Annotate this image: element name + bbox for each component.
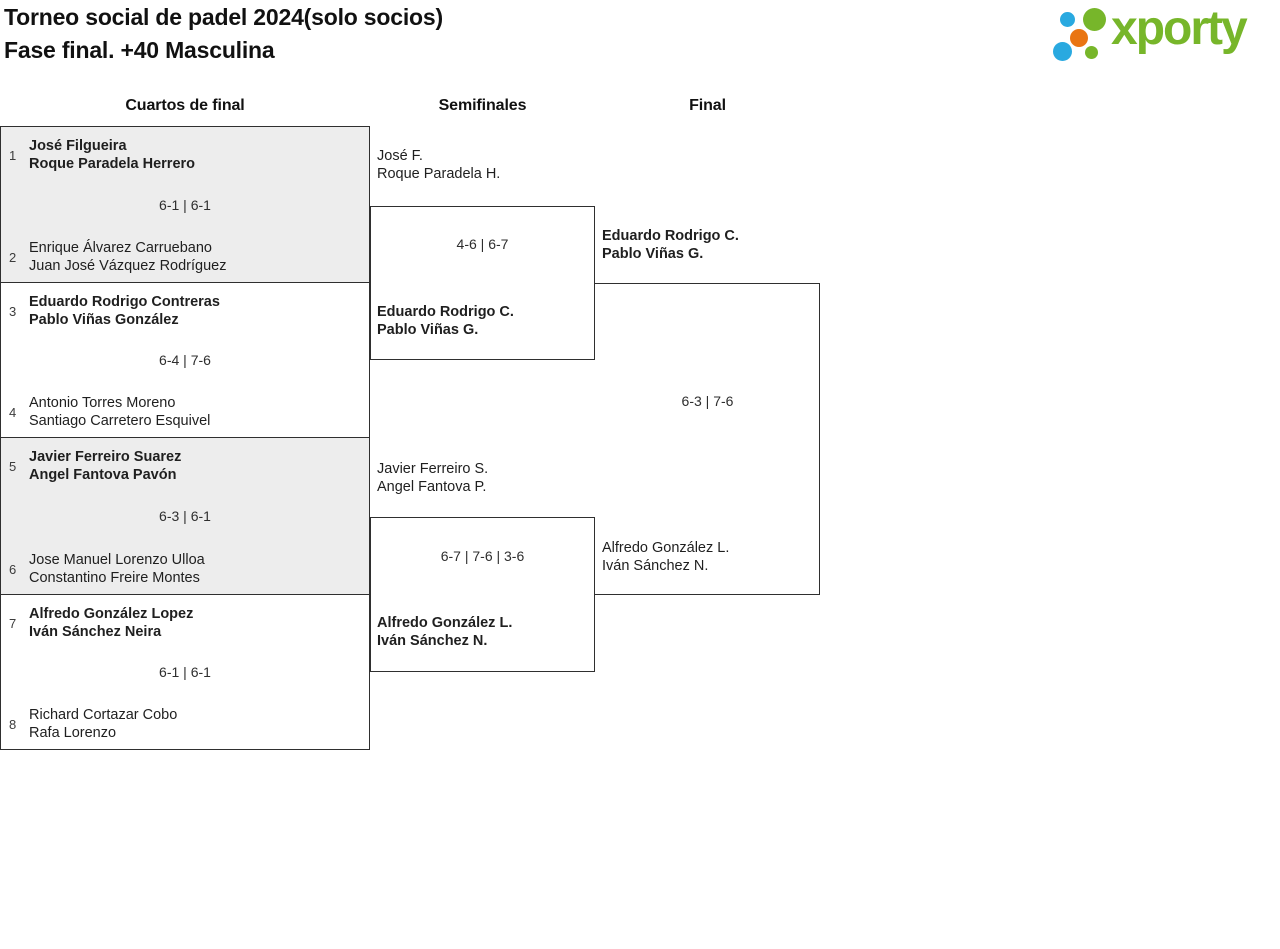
logo-dot-blue-small-icon	[1060, 12, 1075, 27]
team-names: Richard Cortazar Cobo Rafa Lorenzo	[29, 706, 177, 742]
logo-dot-green-large-icon	[1083, 8, 1106, 31]
page-title: Torneo social de padel 2024(solo socios)…	[4, 1, 443, 67]
seed-number: 6	[9, 561, 17, 577]
match-score: 6-3 | 7-6	[681, 393, 734, 409]
team-entry-seed-8: 8 Richard Cortazar Cobo Rafa Lorenzo	[9, 706, 363, 742]
match-score: 6-1 | 6-1	[159, 196, 211, 213]
seed-number: 3	[9, 303, 17, 319]
match-score: 6-7 | 7-6 | 3-6	[440, 548, 525, 564]
player-name: Enrique Álvarez Carruebano	[29, 240, 212, 256]
seed-number: 2	[9, 249, 17, 265]
player-name: Juan José Vázquez Rodríguez	[29, 258, 227, 274]
seed-number: 8	[9, 716, 17, 732]
player-name: Pablo Viñas G.	[377, 322, 479, 338]
player-name: Richard Cortazar Cobo	[29, 707, 178, 723]
player-name: Iván Sánchez N.	[602, 558, 709, 574]
match-final	[595, 283, 820, 595]
team-label-semifinal-1-top: José F. Roque Paradela H.	[377, 147, 500, 183]
team-label-final-top: Eduardo Rodrigo C. Pablo Viñas G.	[602, 227, 739, 263]
player-name: Eduardo Rodrigo Contreras	[29, 294, 220, 310]
player-name: Iván Sánchez Neira	[29, 624, 162, 640]
match-semifinal-1	[370, 206, 595, 360]
match-semifinal-2	[370, 517, 595, 672]
match-score: 6-4 | 7-6	[159, 352, 211, 368]
logo-wordmark: xporty	[1111, 2, 1248, 55]
player-name: Iván Sánchez N.	[377, 633, 488, 649]
page-title-line1: Torneo social de padel 2024(solo socios)	[4, 4, 443, 30]
team-entry-seed-2: 2 Enrique Álvarez Carruebano Juan José V…	[9, 239, 363, 275]
team-entry-seed-3: 3 Eduardo Rodrigo Contreras Pablo Viñas …	[9, 293, 363, 329]
player-name: Alfredo González L.	[377, 615, 513, 631]
logo-dot-blue-large-icon	[1053, 42, 1072, 61]
match-score: 6-1 | 6-1	[159, 664, 211, 680]
team-names: Jose Manuel Lorenzo Ulloa Constantino Fr…	[29, 551, 205, 587]
page-title-line2: Fase final. +40 Masculina	[4, 37, 275, 63]
team-names: Alfredo González Lopez Iván Sánchez Neir…	[29, 605, 193, 641]
match-quarterfinal-4: 7 Alfredo González Lopez Iván Sánchez Ne…	[0, 594, 370, 750]
team-names: José Filgueira Roque Paradela Herrero	[29, 137, 195, 173]
player-name: Constantino Freire Montes	[29, 570, 200, 586]
match-score: 6-3 | 6-1	[159, 508, 211, 524]
match-quarterfinal-1: 1 José Filgueira Roque Paradela Herrero …	[0, 126, 370, 283]
team-entry-seed-7: 7 Alfredo González Lopez Iván Sánchez Ne…	[9, 605, 363, 641]
team-entry-seed-1: 1 José Filgueira Roque Paradela Herrero	[9, 137, 363, 173]
player-name: Pablo Viñas G.	[602, 246, 704, 262]
team-label-semifinal-1-bottom: Eduardo Rodrigo C. Pablo Viñas G.	[377, 303, 514, 339]
team-names: Antonio Torres Moreno Santiago Carretero…	[29, 394, 210, 430]
player-name: Roque Paradela H.	[377, 166, 501, 182]
team-label-semifinal-2-bottom: Alfredo González L. Iván Sánchez N.	[377, 614, 512, 650]
team-label-semifinal-2-top: Javier Ferreiro S. Angel Fantova P.	[377, 460, 488, 496]
team-names: Enrique Álvarez Carruebano Juan José Váz…	[29, 239, 227, 275]
player-name: Eduardo Rodrigo C.	[377, 304, 514, 320]
player-name: José Filgueira	[29, 138, 127, 154]
player-name: Alfredo González Lopez	[29, 606, 194, 622]
player-name: Angel Fantova Pavón	[29, 467, 177, 483]
team-entry-seed-6: 6 Jose Manuel Lorenzo Ulloa Constantino …	[9, 551, 363, 587]
team-names: Javier Ferreiro Suarez Angel Fantova Pav…	[29, 448, 181, 484]
player-name: Eduardo Rodrigo C.	[602, 228, 739, 244]
player-name: Rafa Lorenzo	[29, 725, 117, 741]
player-name: Javier Ferreiro S.	[377, 461, 489, 477]
logo-dot-orange-icon	[1070, 29, 1088, 47]
match-quarterfinal-2: 3 Eduardo Rodrigo Contreras Pablo Viñas …	[0, 282, 370, 438]
team-entry-seed-4: 4 Antonio Torres Moreno Santiago Carrete…	[9, 394, 363, 430]
player-name: Santiago Carretero Esquivel	[29, 413, 211, 429]
player-name: Antonio Torres Moreno	[29, 395, 176, 411]
player-name: Angel Fantova P.	[377, 479, 487, 495]
player-name: Jose Manuel Lorenzo Ulloa	[29, 552, 205, 568]
column-header-final: Final	[689, 97, 726, 114]
player-name: Alfredo González L.	[602, 540, 730, 556]
logo-dot-green-small-icon	[1085, 46, 1098, 59]
seed-number: 1	[9, 147, 17, 163]
seed-number: 7	[9, 615, 17, 631]
player-name: Pablo Viñas González	[29, 312, 179, 328]
player-name: Javier Ferreiro Suarez	[29, 449, 182, 465]
player-name: Roque Paradela Herrero	[29, 156, 196, 172]
match-quarterfinal-3: 5 Javier Ferreiro Suarez Angel Fantova P…	[0, 437, 370, 595]
team-entry-seed-5: 5 Javier Ferreiro Suarez Angel Fantova P…	[9, 448, 363, 484]
seed-number: 4	[9, 404, 17, 420]
team-names: Eduardo Rodrigo Contreras Pablo Viñas Go…	[29, 293, 220, 329]
team-label-final-bottom: Alfredo González L. Iván Sánchez N.	[602, 539, 729, 575]
column-header-semifinals: Semifinales	[438, 97, 527, 114]
seed-number: 5	[9, 458, 17, 474]
player-name: José F.	[377, 148, 423, 164]
match-score: 4-6 | 6-7	[456, 236, 509, 252]
column-header-quarterfinals: Cuartos de final	[125, 97, 245, 114]
